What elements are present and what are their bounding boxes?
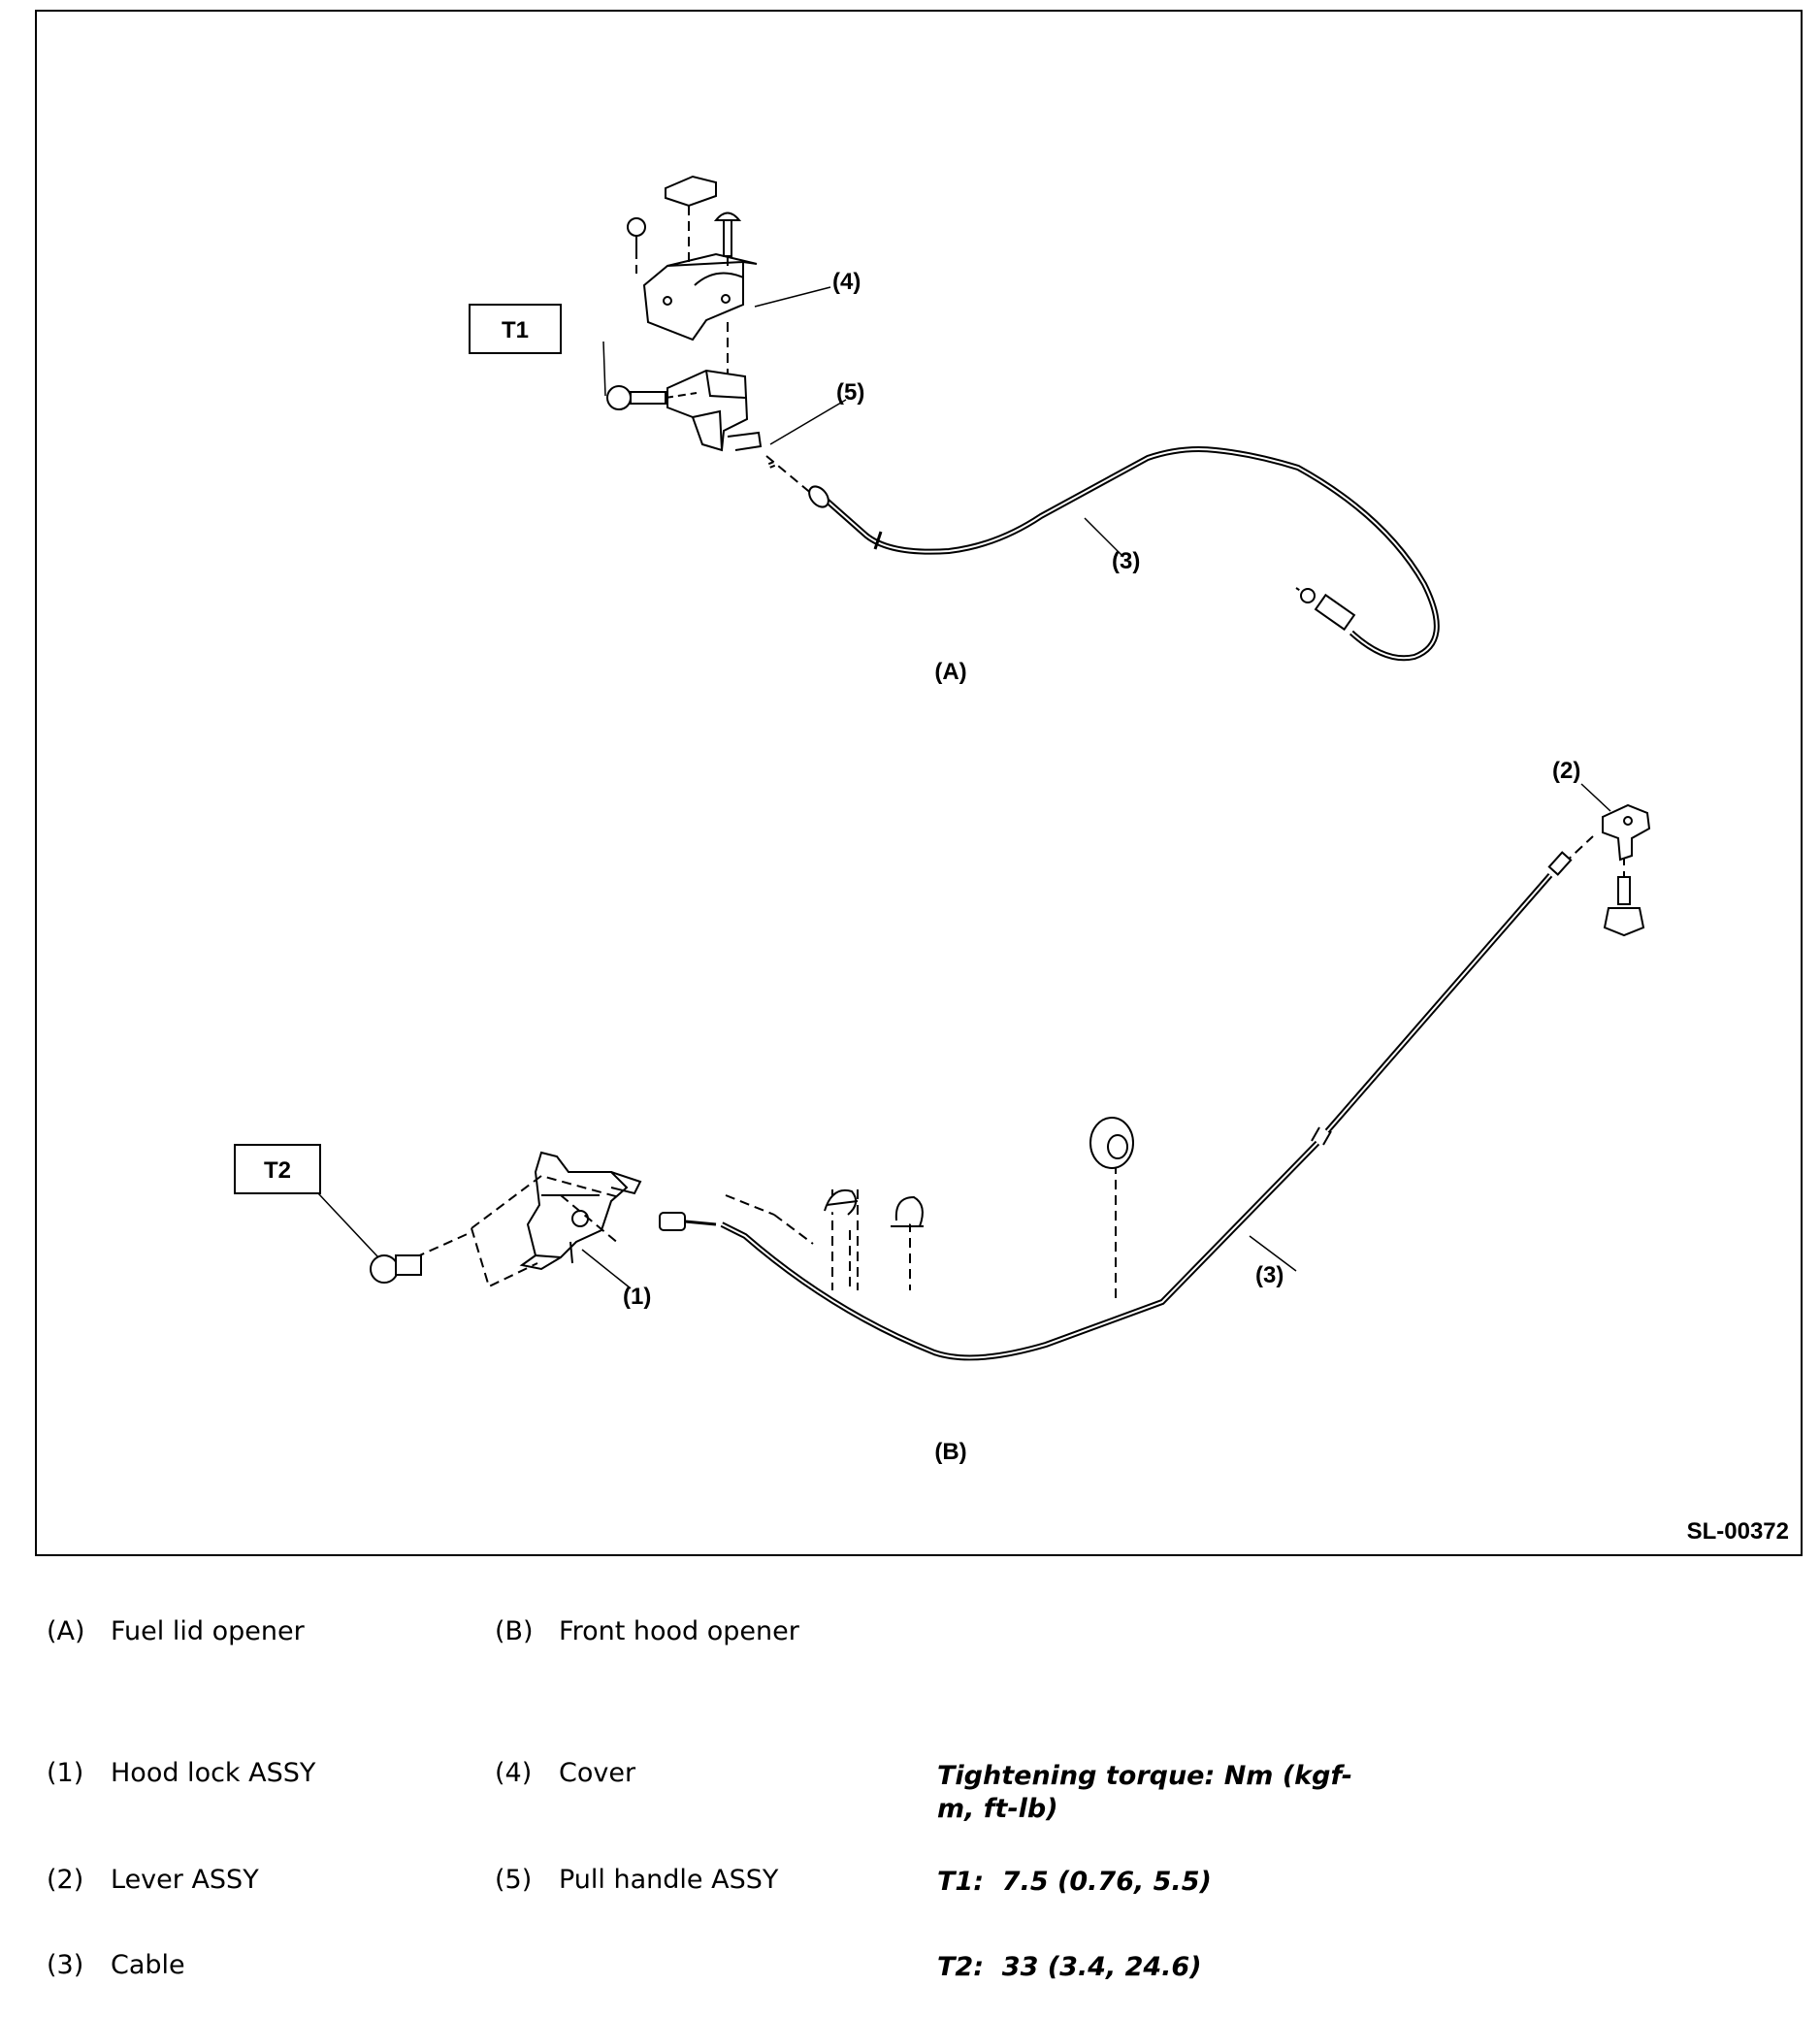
screw-large: [713, 212, 742, 257]
callout-a: (A): [934, 659, 966, 685]
callout-3-upper: (3): [1112, 548, 1140, 574]
callout-2: (2): [1552, 758, 1580, 784]
torque-box-t1: T1: [469, 304, 562, 354]
legend-text: Lever ASSY: [111, 1865, 259, 1895]
leader-lines: [317, 286, 1611, 1289]
cable-clip-1: [824, 1189, 859, 1216]
torque-t2: T2: 33 (3.4, 24.6): [937, 1952, 1202, 1982]
legend-item-2: (2) Lever ASSY: [47, 1865, 259, 1895]
legend-item-3: (3) Cable: [47, 1950, 185, 1980]
cable-clip-2: [891, 1195, 924, 1227]
callout-3-lower: (3): [1255, 1262, 1284, 1288]
cable-b: [659, 851, 1573, 1361]
pull-handle-part-5: [666, 369, 763, 452]
legend-text: Cover: [559, 1758, 636, 1788]
callout-1: (1): [623, 1284, 651, 1310]
legend-text: Fuel lid opener: [111, 1616, 305, 1646]
legend-item-1: (1) Hood lock ASSY: [47, 1758, 315, 1788]
assembly-lines-a: [635, 206, 814, 496]
legend-key: (5): [495, 1865, 533, 1895]
legend-item-b: (B) Front hood opener: [495, 1616, 799, 1646]
exploded-view-diagram: T1 T2 (4) (5) (3) (A) (2) (3) (1) (B) SL…: [234, 175, 1789, 1545]
legend-text: Hood lock ASSY: [111, 1758, 316, 1788]
lever-bolt: [1603, 876, 1645, 937]
callout-b: (B): [934, 1439, 966, 1465]
callout-4: (4): [832, 269, 861, 295]
svg-text:T2: T2: [264, 1157, 291, 1184]
legend-text: Front hood opener: [559, 1616, 799, 1646]
cover-part-4: [642, 252, 758, 342]
legend-item-5: (5) Pull handle ASSY: [495, 1865, 778, 1895]
svg-text:T1: T1: [502, 317, 529, 343]
legend-key: (4): [495, 1758, 533, 1788]
legend-item-4: (4) Cover: [495, 1758, 635, 1788]
legend-key: (3): [47, 1950, 84, 1980]
torque-heading: Tightening torque: Nm (kgf-m, ft-lb): [937, 1761, 1352, 1824]
legend-key: (2): [47, 1865, 84, 1895]
screw-small: [627, 217, 646, 249]
grommet: [1089, 1117, 1134, 1169]
figure-code: SL-00372: [1687, 1518, 1789, 1545]
bolt-t1: [606, 385, 698, 410]
legend-text: Cable: [111, 1950, 185, 1980]
cover-cap: [665, 175, 717, 208]
legend-key: (B): [495, 1616, 534, 1646]
bolt-t2: [370, 1254, 422, 1284]
cable-a: [767, 446, 1440, 662]
diagram-frame: T1 T2 (4) (5) (3) (A) (2) (3) (1) (B) SL…: [35, 10, 1803, 1556]
lever-part-2: [1602, 803, 1651, 862]
legend-text: Pull handle ASSY: [559, 1865, 779, 1895]
legend-item-a: (A) Fuel lid opener: [47, 1616, 305, 1646]
torque-t1: T1: 7.5 (0.76, 5.5): [937, 1867, 1212, 1897]
callout-5: (5): [836, 379, 864, 406]
hood-lock-part-1: [519, 1151, 642, 1271]
legend-key: (1): [47, 1758, 84, 1788]
legend-key: (A): [47, 1616, 85, 1646]
torque-box-t2: T2: [234, 1144, 321, 1194]
